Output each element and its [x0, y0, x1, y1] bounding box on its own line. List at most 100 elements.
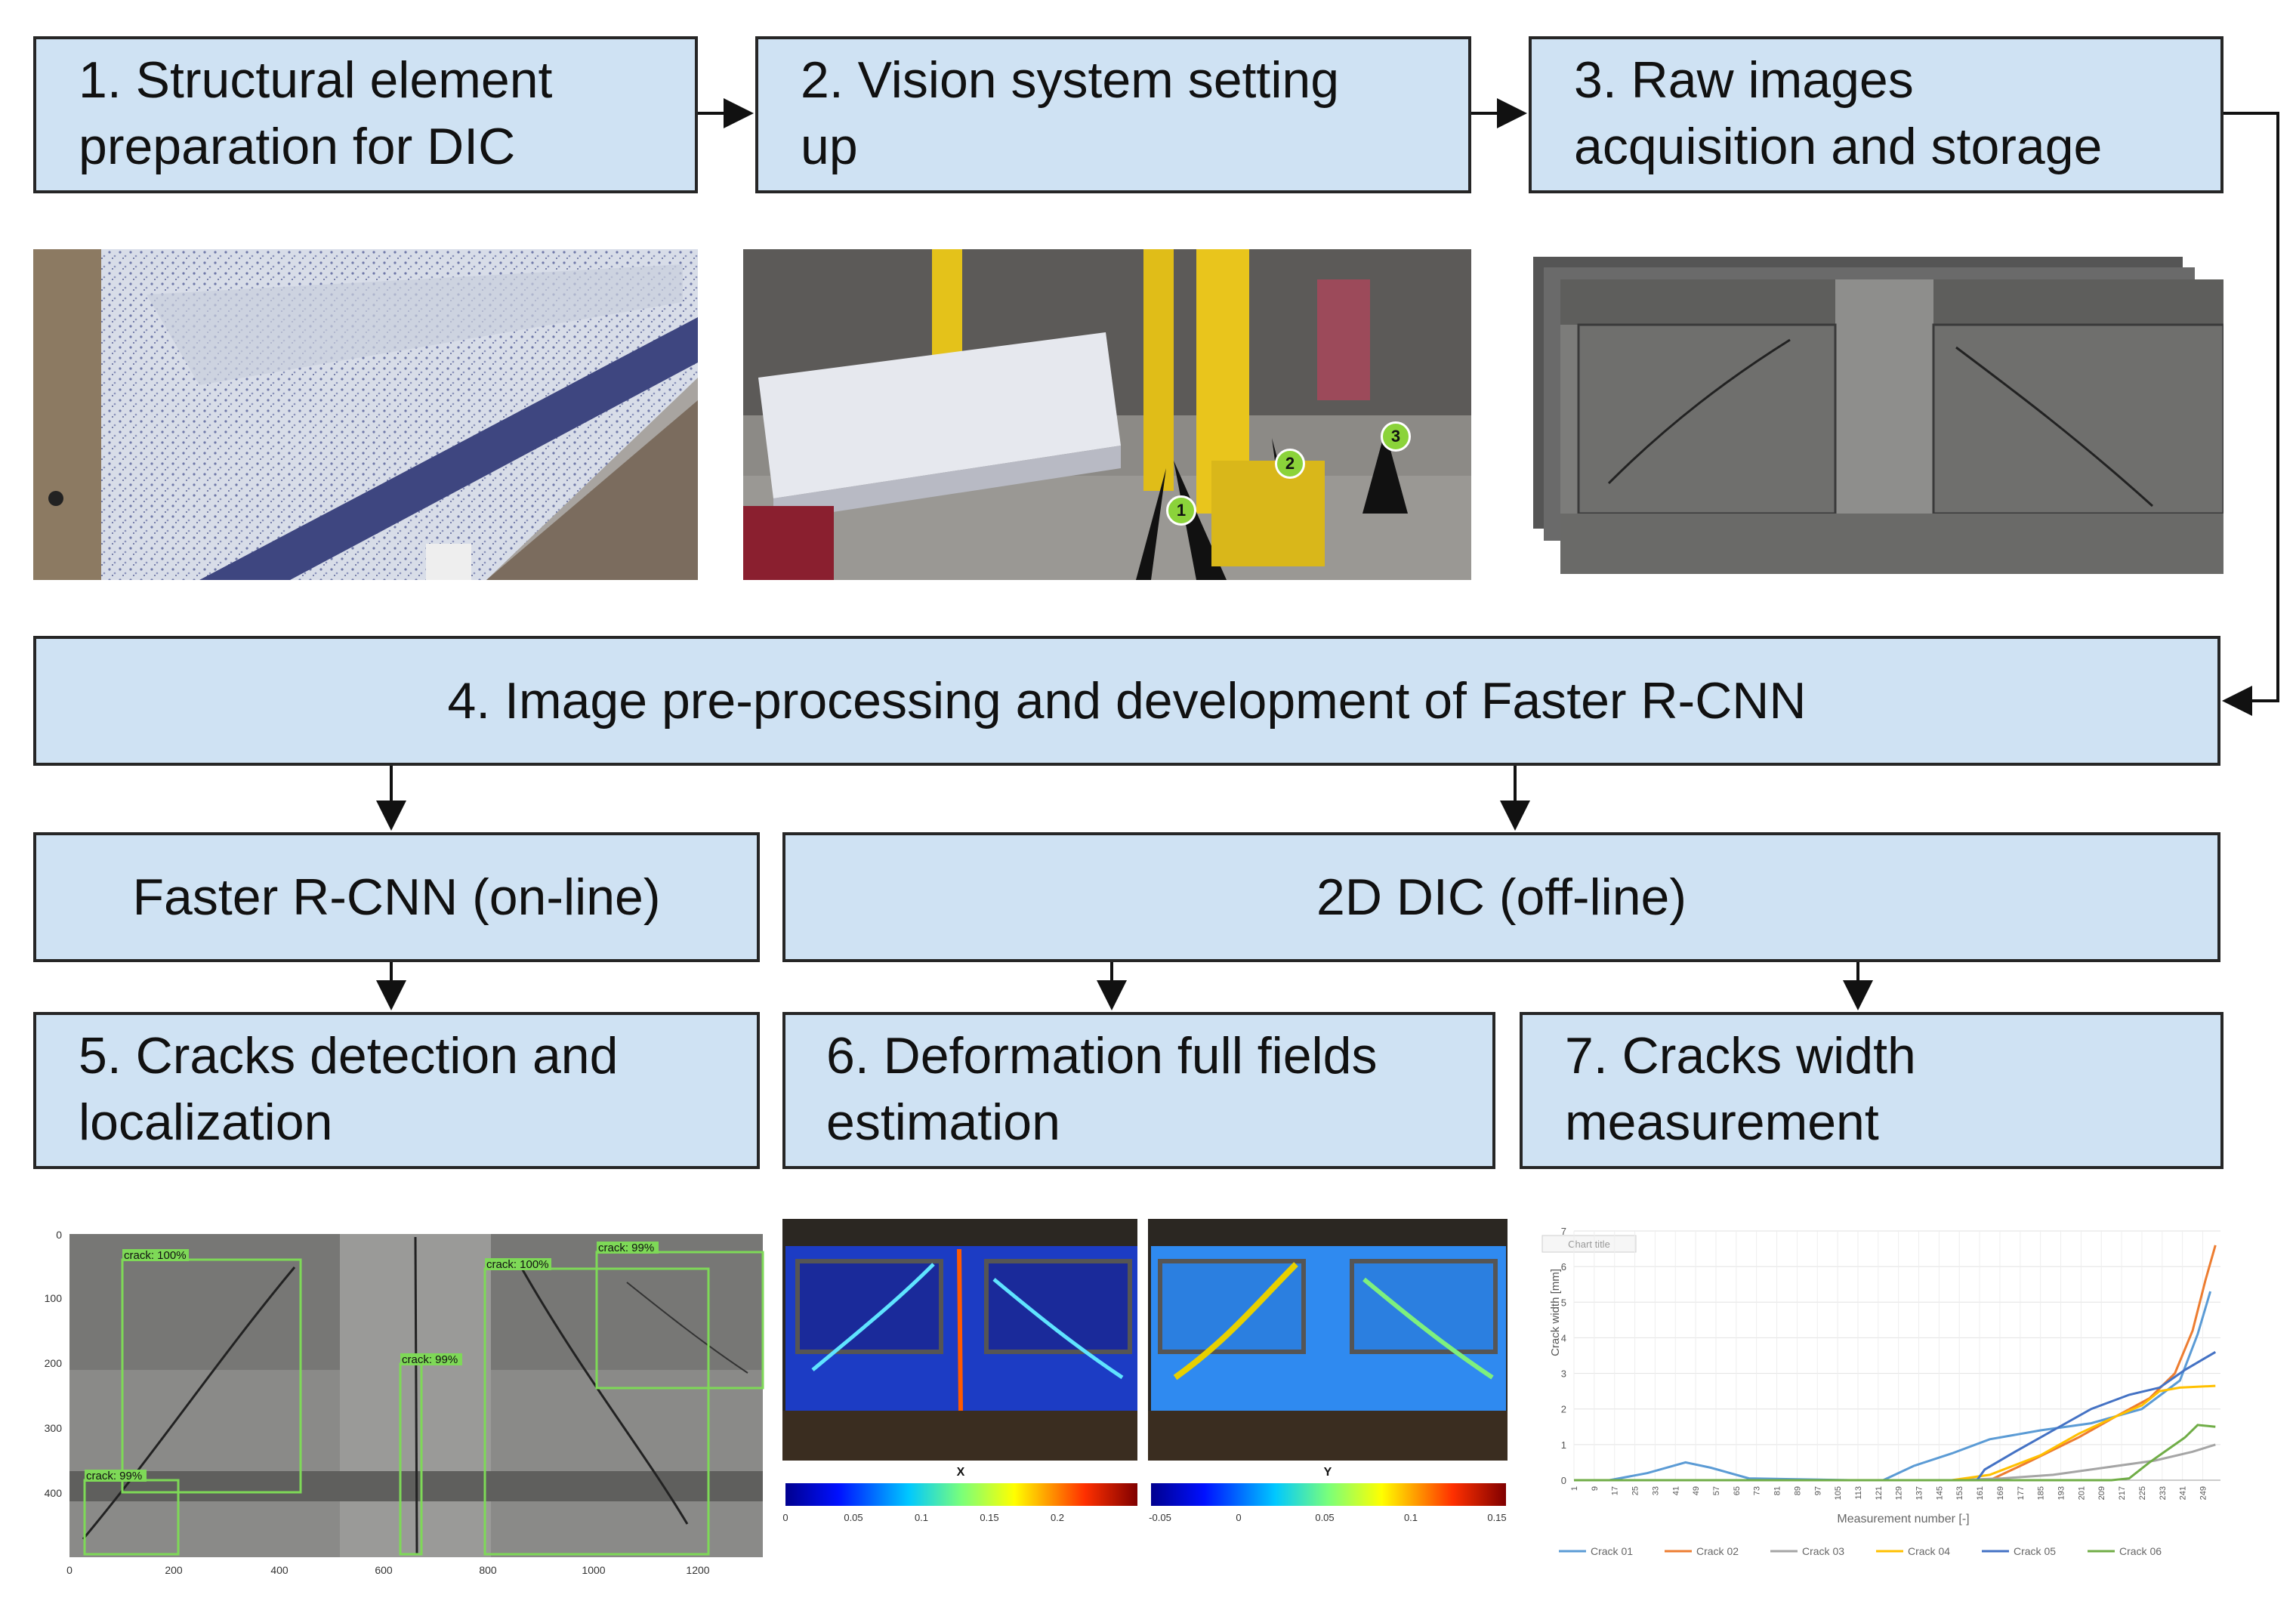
chart-x-tick: 57: [1712, 1486, 1721, 1495]
det-x-tick-1000: 1000: [582, 1564, 605, 1576]
chart-x-tick: 177: [2017, 1486, 2026, 1500]
det-y-tick-200: 200: [45, 1357, 63, 1369]
step-6-line-2: estimation: [826, 1094, 1060, 1151]
chart-x-tick: 89: [1793, 1486, 1802, 1495]
chart-x-tick: 249: [2199, 1486, 2208, 1500]
chart-x-tick: 161: [1976, 1486, 1985, 1500]
detection-label-1: crack: 100%: [124, 1249, 187, 1262]
det-x-tick-800: 800: [479, 1564, 497, 1576]
legend-label: Crack 03: [1802, 1545, 1844, 1557]
legend-label: Crack 01: [1591, 1545, 1633, 1557]
dic-offline-label: 2D DIC (off-line): [1316, 868, 1687, 926]
camera-marker-1: 1: [1166, 495, 1196, 526]
detection-label-2: crack: 99%: [86, 1470, 142, 1482]
vision-system-photo: 1 2 3: [743, 249, 1471, 580]
chart-y-tick: 5: [1561, 1297, 1566, 1308]
legend-label: Crack 04: [1908, 1545, 1950, 1557]
step-1-line-2: preparation for DIC: [79, 118, 516, 175]
chart-x-tick: 121: [1875, 1486, 1884, 1500]
step-7-line-1: 7. Cracks width: [1565, 1027, 1916, 1084]
chart-x-tick: 209: [2097, 1486, 2106, 1500]
chart-x-tick: 81: [1773, 1486, 1782, 1495]
det-x-tick-600: 600: [375, 1564, 393, 1576]
chart-y-tick: 4: [1561, 1332, 1566, 1343]
chart-x-label: Measurement number [-]: [1837, 1513, 1969, 1526]
chart-x-tick: 113: [1854, 1486, 1863, 1500]
det-y-tick-100: 100: [45, 1292, 63, 1304]
chart-series-crack-05: [1574, 1351, 2217, 1482]
chart-x-tick: 129: [1895, 1486, 1904, 1500]
chart-x-tick: 145: [1935, 1486, 1944, 1500]
dic-x-scale-4: 0.2: [1051, 1512, 1064, 1523]
chart-title-box: [1541, 1235, 1637, 1253]
dic-y-scale-3: 0.1: [1404, 1512, 1418, 1523]
chart-x-tick: 41: [1671, 1486, 1680, 1495]
chart-title: Chart title: [1568, 1239, 1610, 1250]
det-x-tick-1200: 1200: [686, 1564, 709, 1576]
det-y-tick-400: 400: [45, 1487, 63, 1499]
chart-x-tick: 73: [1753, 1486, 1762, 1495]
chart-x-tick: 241: [2179, 1486, 2188, 1500]
step-3-line-1: 3. Raw images: [1574, 51, 1914, 109]
dic-x-scale-2: 0.1: [915, 1512, 928, 1523]
dic-x-scale-3: 0.15: [980, 1512, 998, 1523]
chart-x-tick: 49: [1692, 1486, 1701, 1495]
dic-x-colorbar: [785, 1483, 1137, 1506]
dic-y-scale-1: 0: [1236, 1512, 1241, 1523]
dic-offline-box: 2D DIC (off-line): [782, 832, 2220, 962]
chart-series-crack-04: [1574, 1384, 2216, 1482]
chart-x-tick: 33: [1651, 1486, 1660, 1495]
step-2-line-1: 2. Vision system setting: [801, 51, 1340, 109]
step-4-label: 4. Image pre-processing and development …: [447, 672, 1807, 730]
chart-y-tick: 1: [1561, 1439, 1566, 1451]
step-5-line-1: 5. Cracks detection and: [79, 1027, 619, 1084]
legend-label: Crack 05: [2014, 1545, 2056, 1557]
chart-x-tick: 9: [1591, 1486, 1600, 1491]
step-1-line-1: 1. Structural element: [79, 51, 553, 109]
chart-series-crack-02: [1574, 1245, 2217, 1482]
detection-label-4: crack: 99%: [598, 1242, 654, 1254]
chart-y-tick: 7: [1561, 1226, 1566, 1237]
detection-label-3: crack: 100%: [486, 1258, 549, 1271]
chart-series-crack-06: [1574, 1424, 2216, 1482]
det-y-tick-300: 300: [45, 1422, 63, 1434]
legend-label: Crack 06: [2119, 1545, 2162, 1557]
det-x-tick-400: 400: [270, 1564, 289, 1576]
chart-x-tick: 185: [2037, 1486, 2046, 1500]
faster-rcnn-online-box: Faster R-CNN (on-line): [33, 832, 760, 962]
dic-x-scale-0: 0: [782, 1512, 788, 1523]
det-x-tick-200: 200: [165, 1564, 183, 1576]
chart-y-label: Crack width [mm]: [1549, 1269, 1562, 1356]
step-5-line-2: localization: [79, 1094, 333, 1151]
legend-label: Crack 02: [1696, 1545, 1739, 1557]
step-6-line-1: 6. Deformation full fields: [826, 1027, 1378, 1084]
detection-label-5: crack: 99%: [402, 1353, 458, 1366]
step-1-box: 1. Structural element preparation for DI…: [33, 36, 698, 193]
chart-x-tick: 25: [1631, 1486, 1640, 1495]
dic-strain-fields: X Y 0 0.05 0.1 0.15 0.2 -0.05 0 0.05 0.1…: [782, 1219, 1508, 1536]
step-7-box: 7. Cracks width measurement: [1520, 1012, 2223, 1169]
step-3-box: 3. Raw images acquisition and storage: [1529, 36, 2223, 193]
chart-x-tick: 17: [1611, 1486, 1620, 1495]
chart-x-tick: 225: [2138, 1486, 2147, 1500]
step-2-line-2: up: [801, 118, 858, 175]
chart-x-tick: 169: [1996, 1486, 2005, 1500]
chart-x-tick: 217: [2118, 1486, 2127, 1500]
dic-y-scale-0: -0.05: [1149, 1512, 1171, 1523]
chart-x-tick: 233: [2159, 1486, 2168, 1500]
chart-x-tick: 137: [1915, 1486, 1924, 1500]
crack-detection-image: crack: 100% crack: 99% crack: 100% crack…: [23, 1222, 770, 1584]
step-2-box: 2. Vision system setting up: [755, 36, 1471, 193]
chart-x-tick: 193: [2057, 1486, 2066, 1500]
step-4-box: 4. Image pre-processing and development …: [33, 636, 2220, 766]
faster-rcnn-online-label: Faster R-CNN (on-line): [132, 868, 661, 926]
dic-x-title: X: [957, 1466, 965, 1479]
step-7-line-2: measurement: [1565, 1094, 1879, 1151]
dic-y-scale-4: 0.15: [1487, 1512, 1506, 1523]
dic-y-title: Y: [1324, 1466, 1332, 1479]
chart-y-tick: 2: [1561, 1404, 1566, 1415]
chart-y-tick: 0: [1561, 1475, 1566, 1486]
structural-element-photo: [33, 249, 698, 580]
chart-series-crack-01: [1574, 1291, 2212, 1482]
